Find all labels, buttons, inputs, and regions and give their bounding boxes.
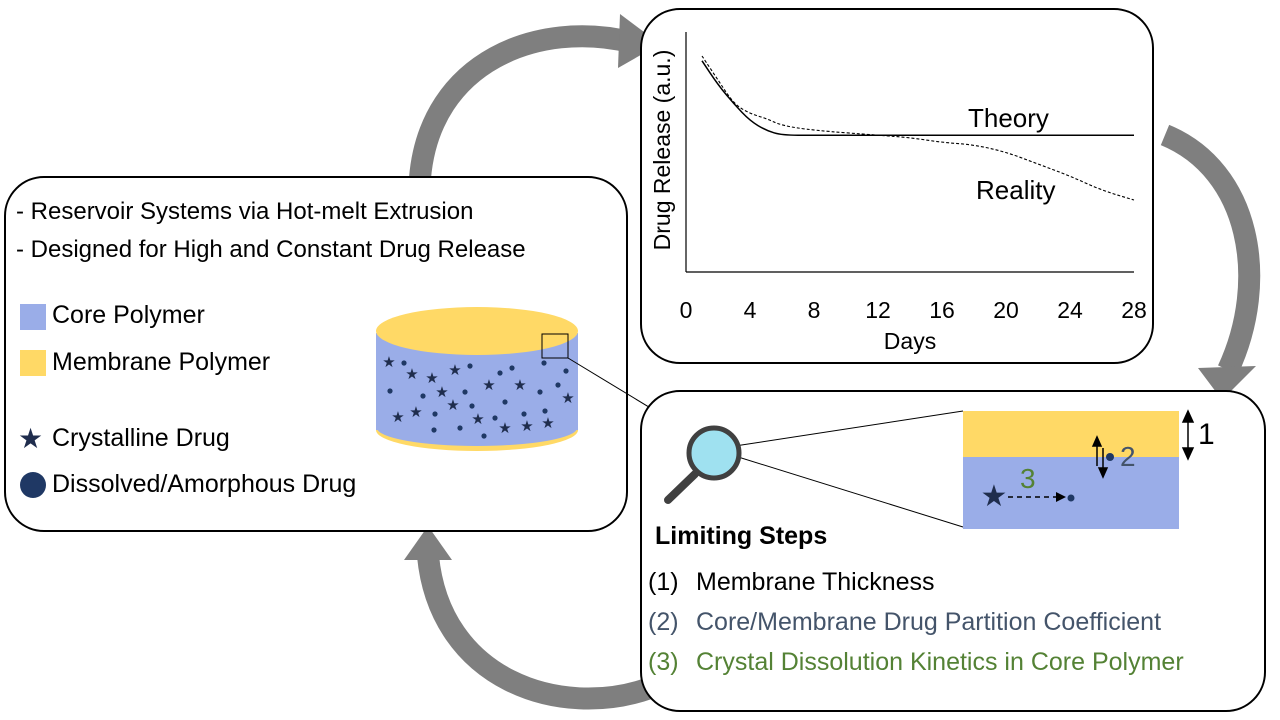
x-tick-label: 24 — [1057, 297, 1083, 323]
crystal-star: ★ — [561, 389, 574, 407]
drug-dot — [432, 411, 438, 417]
theory-line — [701, 60, 1134, 136]
dissolution-arrowhead — [1056, 492, 1066, 502]
crystal-star: ★ — [520, 417, 533, 435]
crystal-star: ★ — [409, 403, 422, 421]
arrow-left-to-chart — [409, 25, 633, 180]
partition-arrowhead-down — [1097, 467, 1109, 479]
crystal-star: ★ — [435, 383, 448, 401]
crystal-star: ★ — [541, 414, 554, 432]
theory-series-label: Theory — [968, 103, 1049, 133]
partition-drug-dot — [1106, 453, 1114, 461]
magnifier-ray-top — [734, 410, 964, 447]
arrowhead-top — [618, 14, 660, 68]
bullet-line-1: - Reservoir Systems via Hot-melt Extrusi… — [16, 198, 474, 225]
membrane-polymer-swatch — [20, 350, 46, 376]
inset-label-3: 3 — [1020, 463, 1036, 494]
x-axis-label: Days — [884, 328, 936, 354]
step-2-text: Core/Membrane Drug Partition Coefficient — [696, 608, 1162, 636]
legend-dissolved-drug: Dissolved/Amorphous Drug — [52, 470, 357, 498]
x-tick-label: 8 — [808, 297, 821, 323]
drug-dot — [462, 389, 468, 395]
x-tick-label: 4 — [744, 297, 757, 323]
inset-label-1: 1 — [1198, 418, 1215, 451]
chart-panel — [640, 8, 1154, 364]
reality-line — [701, 55, 1135, 201]
drug-dot — [537, 389, 543, 395]
drug-dot — [492, 415, 498, 421]
y-axis-label: Drug Release (a.u.) — [649, 50, 675, 251]
dissolved-drug-dot — [1067, 494, 1075, 502]
arrow-right-to-left — [417, 554, 654, 710]
crystal-star: ★ — [513, 376, 526, 394]
x-tick-label: 16 — [929, 297, 955, 323]
drug-dot — [481, 433, 487, 439]
inset-label-2: 2 — [1120, 441, 1136, 472]
crystal-star: ★ — [425, 369, 438, 387]
magnifier-lens-icon — [686, 425, 742, 481]
crystal-star: ★ — [446, 396, 459, 414]
inset-crystal-star: ★ — [981, 479, 1008, 514]
legend-crystalline-drug: Crystalline Drug — [52, 424, 230, 452]
reality-series-label: Reality — [976, 175, 1055, 205]
legend-membrane-polymer: Membrane Polymer — [52, 348, 271, 376]
arrow-chart-to-right — [1160, 124, 1261, 375]
arrowhead-bottom — [404, 526, 452, 560]
zoom-region-box — [541, 333, 569, 359]
crystal-star: ★ — [482, 376, 495, 394]
partition-arrowhead-up — [1091, 435, 1103, 447]
step-1-text: Membrane Thickness — [696, 568, 935, 596]
drug-dot — [467, 363, 473, 369]
thickness-arrowhead-bottom — [1181, 447, 1195, 461]
crystal-star: ★ — [498, 419, 511, 437]
x-tick-label: 28 — [1121, 297, 1147, 323]
drug-dot — [469, 403, 475, 409]
inset-membrane-layer — [963, 411, 1179, 457]
drug-dot — [521, 411, 527, 417]
x-tick-label: 12 — [865, 297, 891, 323]
drug-dot — [420, 393, 426, 399]
core-polymer-swatch — [20, 304, 46, 330]
drug-dot — [541, 360, 547, 366]
drug-dot — [457, 425, 463, 431]
crystal-star: ★ — [405, 365, 418, 383]
crystal-star: ★ — [391, 408, 404, 426]
step-3-number: (3) — [648, 648, 679, 676]
cylinder-bottom-core — [377, 410, 577, 446]
drug-dot — [497, 370, 503, 376]
dissolved-drug-circle-icon — [20, 472, 46, 498]
crystalline-drug-star-icon: ★ — [18, 423, 44, 454]
drug-dot — [387, 388, 393, 394]
drug-dot — [542, 408, 548, 414]
x-tick-label: 0 — [680, 297, 693, 323]
bullet-line-2: - Designed for High and Constant Drug Re… — [16, 236, 526, 263]
drug-dot — [509, 365, 515, 371]
drug-dot — [563, 368, 569, 374]
magnifier-handle — [664, 470, 699, 504]
drug-dot — [555, 382, 561, 388]
limiting-steps-title: Limiting Steps — [655, 522, 828, 550]
drug-dot — [502, 399, 508, 405]
crystal-star: ★ — [382, 353, 395, 371]
x-tick-label: 20 — [993, 297, 1019, 323]
magnifier-ray-bottom — [734, 455, 964, 528]
cylinder-top-membrane — [376, 307, 578, 355]
crystal-star: ★ — [448, 361, 461, 379]
step-2-number: (2) — [648, 608, 679, 636]
crystal-star: ★ — [471, 410, 484, 428]
arrowhead-right — [1198, 366, 1256, 400]
drug-dot — [401, 360, 407, 366]
thickness-arrowhead-top — [1181, 409, 1195, 423]
step-1-number: (1) — [648, 568, 679, 596]
drug-dot — [431, 427, 437, 433]
legend-core-polymer: Core Polymer — [52, 301, 205, 329]
step-3-text: Crystal Dissolution Kinetics in Core Pol… — [696, 648, 1184, 676]
inset-core-layer — [963, 457, 1179, 529]
